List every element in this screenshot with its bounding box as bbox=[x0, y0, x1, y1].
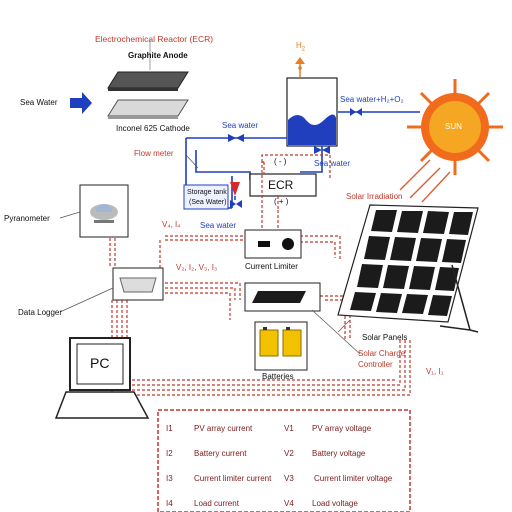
legend-voltage-desc: Current limiter voltage bbox=[314, 474, 393, 483]
solar-charge-controller-label-2: Controller bbox=[358, 360, 393, 369]
graphite-anode-label: Graphite Anode bbox=[128, 51, 188, 60]
flow-meter-label: Flow meter bbox=[134, 149, 174, 158]
current-limiter-label: Current Limiter bbox=[245, 262, 298, 271]
storage-tank bbox=[183, 184, 229, 210]
ecr-box bbox=[249, 173, 317, 197]
solar-panels-label: Solar Panels bbox=[362, 333, 408, 342]
pyranometer-label: Pyranometer bbox=[4, 214, 50, 223]
sea-water-h2-o2-label: Sea water+H₂+O₂ bbox=[340, 95, 404, 104]
legend-voltage-desc: Battery voltage bbox=[312, 449, 366, 458]
legend-voltage-symbol: V3 bbox=[284, 474, 294, 483]
pyranometer-icon bbox=[79, 184, 129, 238]
solar-panel-cells bbox=[350, 210, 473, 316]
valve-icons bbox=[228, 108, 362, 208]
ecr-plus-label: ( + ) bbox=[274, 197, 289, 206]
legend-current-desc: Load current bbox=[194, 499, 239, 508]
batteries-icon bbox=[254, 321, 308, 371]
v4-i4-label: V₄, I₄ bbox=[162, 220, 181, 229]
ecr-box-label: ECR bbox=[268, 178, 294, 192]
legend-current-symbol: I4 bbox=[166, 499, 173, 508]
sea-water-top-label: Sea water bbox=[222, 121, 259, 130]
solar-irradiation-label: Solar Irradiation bbox=[346, 192, 403, 201]
charge-controller-icon bbox=[244, 282, 321, 312]
sun-label: SUN bbox=[445, 122, 462, 131]
callout-lines bbox=[59, 154, 361, 355]
flow-meter-icon bbox=[230, 182, 240, 200]
storage-tank-sub-label: (Sea Water) bbox=[189, 199, 227, 206]
solar-irradiation-rays bbox=[399, 159, 451, 203]
sea-water-inlet-label: Sea Water bbox=[20, 98, 58, 107]
data-logger-label: Data Logger bbox=[18, 308, 63, 317]
legend-voltage-desc: Load voltage bbox=[312, 499, 358, 508]
legend-current-desc: Current limiter current bbox=[194, 474, 272, 483]
h2-label: H2 bbox=[296, 41, 306, 53]
hydrogen-separator-tank bbox=[286, 77, 338, 147]
sea-water-arrow-icon bbox=[70, 92, 92, 114]
pc-icon bbox=[54, 337, 150, 419]
v2-i2-v3-i3-label: V₂, I₂, V₃, I₃ bbox=[176, 263, 218, 272]
legend-current-symbol: I3 bbox=[166, 474, 173, 483]
inconel-cathode-plate bbox=[107, 99, 189, 119]
batteries-label: Batteries bbox=[262, 372, 294, 381]
legend-voltage-symbol: V2 bbox=[284, 449, 294, 458]
solar-panel-icon bbox=[337, 204, 479, 323]
solar-charge-controller-label: Solar Charge bbox=[358, 349, 406, 358]
legend-voltage-desc: PV array voltage bbox=[312, 424, 372, 433]
inconel-cathode-label: Inconel 625 Cathode bbox=[116, 124, 190, 133]
sun-icon bbox=[407, 79, 503, 175]
legend-current-symbol: I1 bbox=[166, 424, 173, 433]
legend-current-symbol: I2 bbox=[166, 449, 173, 458]
solar-panel-stand bbox=[439, 264, 479, 333]
sea-water-bottom-label: Sea water bbox=[200, 221, 237, 230]
v1-i1-label: V₁, I₁ bbox=[426, 367, 444, 376]
ecr-title: Electrochemical Reactor (ECR) bbox=[95, 34, 214, 44]
legend-voltage-symbol: V1 bbox=[284, 424, 294, 433]
legend-current-desc: Battery current bbox=[194, 449, 247, 458]
current-limiter-icon bbox=[244, 229, 302, 259]
legend-table bbox=[157, 409, 411, 512]
pc-label: PC bbox=[90, 355, 110, 371]
data-logger-icon bbox=[112, 267, 164, 301]
legend-voltage-symbol: V4 bbox=[284, 499, 294, 508]
ecr-minus-label: ( - ) bbox=[274, 157, 287, 166]
legend-current-desc: PV array current bbox=[194, 424, 253, 433]
storage-tank-label: Storage tank bbox=[187, 189, 227, 196]
sea-water-mid-label: Sea water bbox=[314, 159, 351, 168]
graphite-anode-plate bbox=[107, 71, 189, 91]
